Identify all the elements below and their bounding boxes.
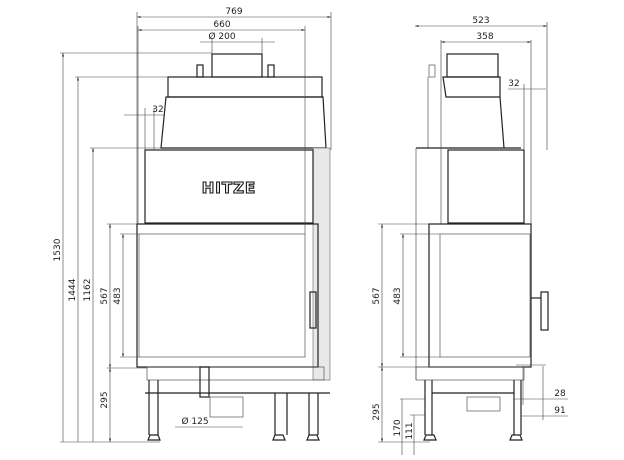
flue-collar <box>211 53 263 78</box>
base-frame <box>146 366 325 381</box>
dim-32-side: 32 <box>508 79 519 89</box>
door-side <box>428 223 532 368</box>
dim-567: 567 <box>100 287 110 304</box>
legs-side <box>424 380 522 435</box>
dim-1530: 1530 <box>53 238 63 261</box>
upper-body-side <box>447 149 525 224</box>
dim-32: 32 <box>152 105 163 115</box>
side-view: 523 358 32 567 483 295 170 111 28 91 <box>372 16 568 455</box>
air-inlet <box>209 396 244 418</box>
top-box <box>167 76 323 98</box>
top-box-side <box>442 76 501 98</box>
dim-1444: 1444 <box>68 278 78 301</box>
dim-567-side: 567 <box>372 287 382 304</box>
dim-170: 170 <box>393 419 403 436</box>
air-duct <box>199 366 210 398</box>
pin-side <box>428 64 436 78</box>
front-view: HITZE 769 660 Ø 200 32 1530 1444 1162 56… <box>53 7 332 443</box>
dim-111: 111 <box>405 422 415 439</box>
side-panel <box>312 147 331 381</box>
flue-collar-side <box>446 53 499 78</box>
dim-769: 769 <box>225 7 242 17</box>
pin-right <box>267 64 275 78</box>
feet-side <box>423 434 523 441</box>
glass-side <box>439 233 531 358</box>
feet <box>147 434 320 441</box>
dim-483-side: 483 <box>393 287 403 304</box>
dim-1162: 1162 <box>83 279 93 302</box>
dim-flue: Ø 200 <box>208 31 235 42</box>
legs <box>145 380 330 435</box>
dim-523: 523 <box>472 16 489 26</box>
convection-hood <box>160 96 327 149</box>
base-side <box>415 366 525 381</box>
dim-28: 28 <box>554 389 566 399</box>
dim-91: 91 <box>554 406 565 416</box>
handle-side <box>540 291 549 331</box>
dim-660: 660 <box>213 20 230 30</box>
dim-295-side: 295 <box>372 403 382 420</box>
door-handle <box>309 291 317 329</box>
dim-125: Ø 125 <box>181 416 208 427</box>
dim-483: 483 <box>113 287 123 304</box>
door-glass <box>138 233 306 358</box>
upper-body <box>144 149 314 224</box>
brand-logo: HITZE <box>202 179 257 197</box>
door-frame <box>136 223 319 368</box>
dim-358: 358 <box>476 32 493 42</box>
dim-295: 295 <box>100 391 110 408</box>
pin-left <box>196 64 204 78</box>
